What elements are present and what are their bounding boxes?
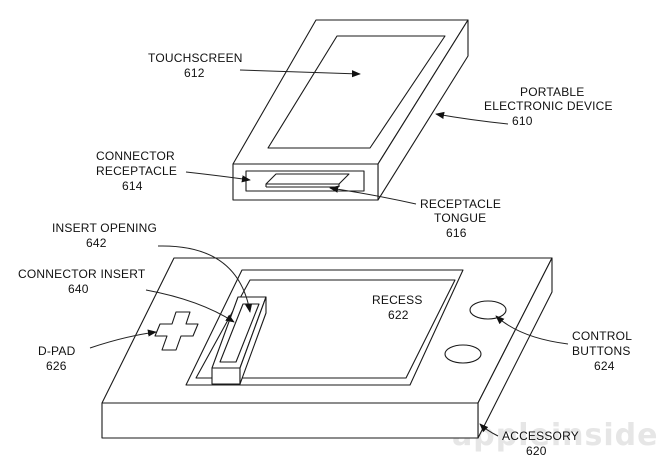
leader-insert-opening [157,245,253,313]
accessory [101,257,553,439]
dpad [154,311,199,351]
label-accessory-num: 620 [526,444,547,458]
label-connector-insert: CONNECTOR INSERT [18,267,146,281]
label-control-buttons-num: 624 [594,359,615,373]
leader-connector-insert [145,289,235,323]
label-touchscreen: TOUCHSCREEN [148,51,243,65]
leader-receptacle-tongue [329,185,417,205]
label-tongue-line1: RECEPTACLE [420,197,501,211]
portable-device [232,19,469,201]
leader-connector-receptacle [185,171,251,183]
label-tongue-line2: TONGUE [434,211,486,225]
label-connector-receptacle-num: 614 [122,179,143,193]
label-touchscreen-num: 612 [184,66,205,80]
accessory-front-face [101,402,479,439]
leader-accessory [479,423,499,437]
leader-dpad [89,329,157,349]
label-device-line2: ELECTRONIC DEVICE [484,99,613,113]
leader-touchscreen [239,69,361,78]
label-control-buttons-line1: CONTROL [572,329,632,343]
label-device-num: 610 [512,114,533,128]
label-accessory: ACCESSORY [502,429,579,443]
leader-control-buttons [495,315,569,345]
control-button-2 [444,344,482,364]
touchscreen-area [267,35,446,149]
label-tongue-num: 616 [446,226,467,240]
label-connector-receptacle-line2: RECEPTACLE [96,164,177,178]
control-button-1 [469,300,507,320]
label-recess: RECESS [372,293,423,307]
label-control-buttons-line2: BUTTONS [572,344,631,358]
label-connector-insert-num: 640 [68,282,89,296]
label-insert-opening: INSERT OPENING [52,221,157,235]
insert-opening [219,303,260,363]
label-insert-opening-num: 642 [86,236,107,250]
label-device-line1: PORTABLE [520,85,585,99]
label-connector-receptacle-line1: CONNECTOR [96,149,175,163]
leader-device [435,111,509,125]
label-dpad: D-PAD [38,344,76,358]
label-recess-num: 622 [388,308,409,322]
label-dpad-num: 626 [46,359,67,373]
receptacle-tongue [265,173,350,185]
